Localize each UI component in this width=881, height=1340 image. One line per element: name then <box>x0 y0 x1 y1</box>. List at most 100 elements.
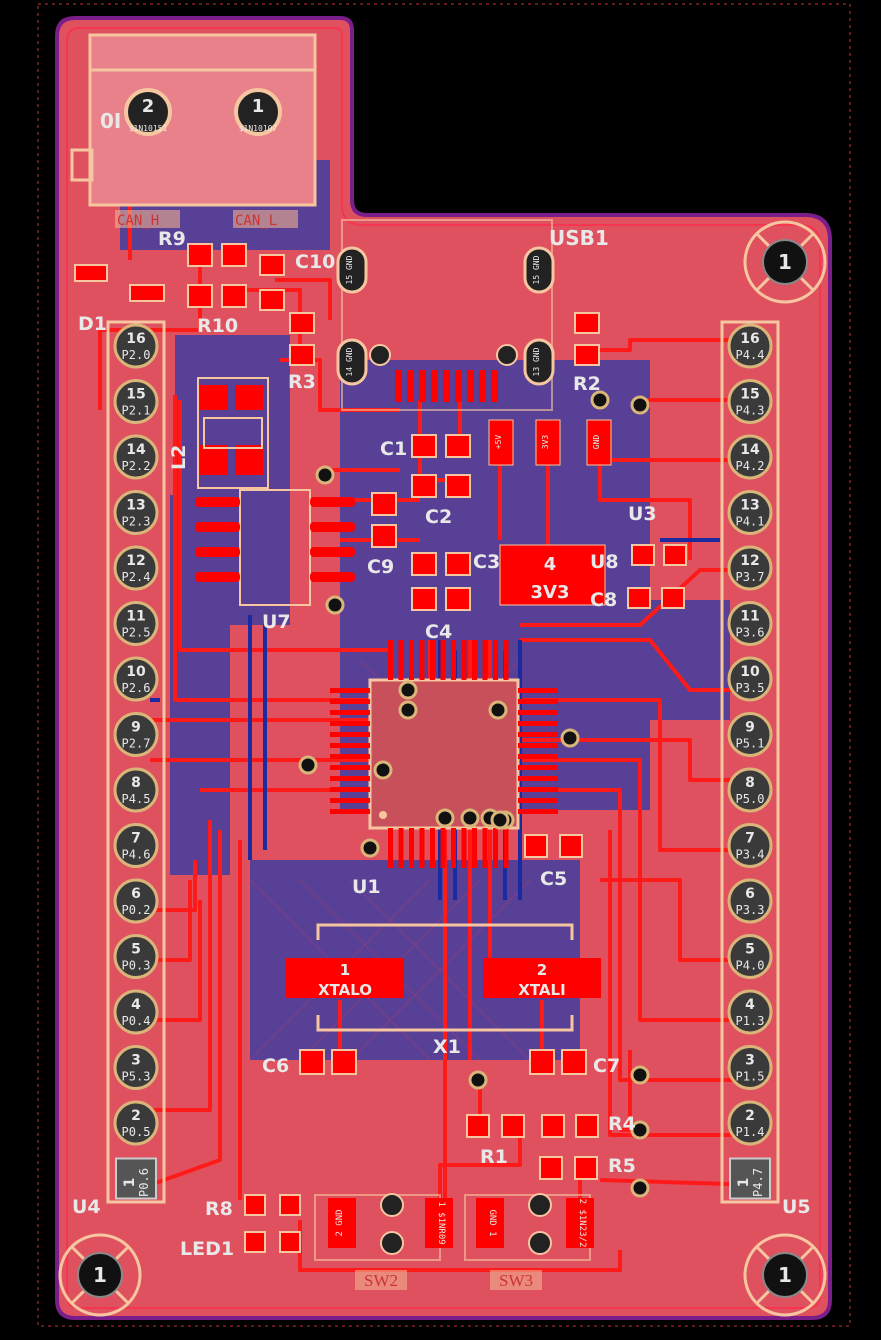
header-pin <box>113 656 159 702</box>
crystal-label-2: XTALI <box>518 981 565 999</box>
header-pin-number: 3 <box>745 1053 755 1069</box>
header-pin-number: 4 <box>745 997 755 1013</box>
header-pin <box>113 545 159 591</box>
usb-connector: 15 GND 15 GND 14 GND 13 GND R9 USB1 +5V … <box>336 219 612 466</box>
header-pin <box>727 878 773 924</box>
header-pin-number: 1 <box>122 1178 138 1188</box>
usb-pad-3v3: 3V3 <box>541 435 550 450</box>
header-pin-number: 12 <box>126 553 145 569</box>
header-pin-name: P4.4 <box>736 348 765 362</box>
header-pin-number: 8 <box>745 775 755 791</box>
crystal-x1: 1 XTALO 2 XTALI <box>286 923 601 1032</box>
header-pin <box>727 823 773 868</box>
header-pin <box>113 1100 159 1146</box>
header-pin-number: 14 <box>126 442 146 458</box>
designator-u5: U5 <box>782 1196 811 1218</box>
header-pin-number: 13 <box>126 498 145 514</box>
designator-c7: C7 <box>593 1055 620 1077</box>
header-pin <box>113 712 159 757</box>
header-pin <box>113 878 159 924</box>
designator-c5: C5 <box>540 868 567 890</box>
designator-l2: L2 <box>168 445 190 470</box>
switches: 2 GND 1 $1NR09 GND 1 2 $1N23/2 SW2 SW3 <box>314 1193 594 1290</box>
header-pin <box>113 601 159 646</box>
terminal-net-1: $1N10107 <box>239 124 278 133</box>
designator-r4: R4 <box>608 1113 636 1135</box>
crystal-pin-2: 2 <box>537 961 547 979</box>
usb-pad-gnd: GND <box>592 435 601 450</box>
terminal-pin-1-label: 1 <box>252 96 265 117</box>
regulator-label: 3V3 <box>531 582 570 603</box>
header-pin-square <box>729 1157 771 1200</box>
header-pin-name: P2.5 <box>122 626 151 640</box>
sw2-pin-1: 1 $1NR09 <box>436 1201 446 1244</box>
designator-c3: C3 <box>473 551 500 573</box>
header-pin <box>113 934 159 979</box>
header-pin <box>113 434 159 480</box>
header-pin-name: P1.3 <box>736 1014 765 1028</box>
header-pin <box>727 1100 773 1146</box>
header-pin-number: 6 <box>131 886 141 902</box>
header-pin-number: 3 <box>131 1053 141 1069</box>
header-pin-name: P3.3 <box>736 903 765 917</box>
header-pin-name: P4.3 <box>736 404 765 418</box>
designator-r3: R3 <box>288 371 316 393</box>
mounting-hole <box>58 1233 142 1317</box>
header-pin-number: 15 <box>126 387 145 403</box>
designator-u3: U3 <box>628 503 657 525</box>
header-pin <box>727 601 773 646</box>
header-pin <box>727 989 773 1035</box>
designator-c9: C9 <box>367 556 394 578</box>
designator-x1: X1 <box>433 1036 461 1058</box>
sw2-designator: SW2 <box>364 1271 398 1290</box>
usb-pins <box>395 370 498 402</box>
header-pin <box>113 823 159 868</box>
designator-r9: R9 <box>158 228 186 250</box>
designator-u4: U4 <box>72 1196 101 1218</box>
header-pin-number: 11 <box>126 609 145 625</box>
header-pin-name: P4.5 <box>122 792 151 806</box>
designator-d1: D1 <box>78 313 107 335</box>
designator-u8: U8 <box>590 551 619 573</box>
header-pin-name: P0.3 <box>122 959 151 973</box>
header-pin-number: 5 <box>745 942 755 958</box>
svg-text:15 GND: 15 GND <box>532 255 541 284</box>
header-pin <box>113 767 159 813</box>
inductor-l2 <box>197 377 269 489</box>
soic-u7 <box>195 489 355 606</box>
header-pin-number: 13 <box>740 498 759 514</box>
header-pin-number: 16 <box>126 331 145 347</box>
header-pin-name: P5.3 <box>122 1070 151 1084</box>
designator-r5: R5 <box>608 1155 636 1177</box>
header-pin-number: 8 <box>131 775 141 791</box>
designator-led1: LED1 <box>180 1238 234 1260</box>
header-pin-name: P2.1 <box>122 404 151 418</box>
terminal-pin-1 <box>234 88 282 136</box>
mounting-hole <box>743 220 827 304</box>
header-pin-name: P0.4 <box>122 1014 151 1028</box>
designator-r8: R8 <box>205 1198 233 1220</box>
header-pin-number: 7 <box>745 831 755 847</box>
header-pin-number: 7 <box>131 831 141 847</box>
header-pin-number: 4 <box>131 997 141 1013</box>
header-pin <box>727 934 773 979</box>
header-pin-name: P5.1 <box>736 737 765 751</box>
header-pin-number: 9 <box>131 720 141 736</box>
regulator-u8: 4 3V3 <box>499 544 606 606</box>
header-pin-name: P3.5 <box>736 681 765 695</box>
designator-r1: R1 <box>480 1146 508 1168</box>
smd-components <box>74 243 687 1253</box>
header-pin-number: 9 <box>745 720 755 736</box>
mounting-hole-label: 1 <box>778 1263 792 1287</box>
header-pin-name: P4.6 <box>122 848 151 862</box>
designator-c10: C10 <box>295 251 335 273</box>
header-pin-number: 15 <box>740 387 759 403</box>
header-pin-name: P1.5 <box>736 1070 765 1084</box>
designator-c1: C1 <box>380 438 407 460</box>
svg-text:13 GND: 13 GND <box>532 347 541 376</box>
header-pin <box>727 656 773 702</box>
regulator-pin: 4 <box>544 554 557 575</box>
header-pin-number: 6 <box>745 886 755 902</box>
designator-u1: U1 <box>352 876 381 898</box>
